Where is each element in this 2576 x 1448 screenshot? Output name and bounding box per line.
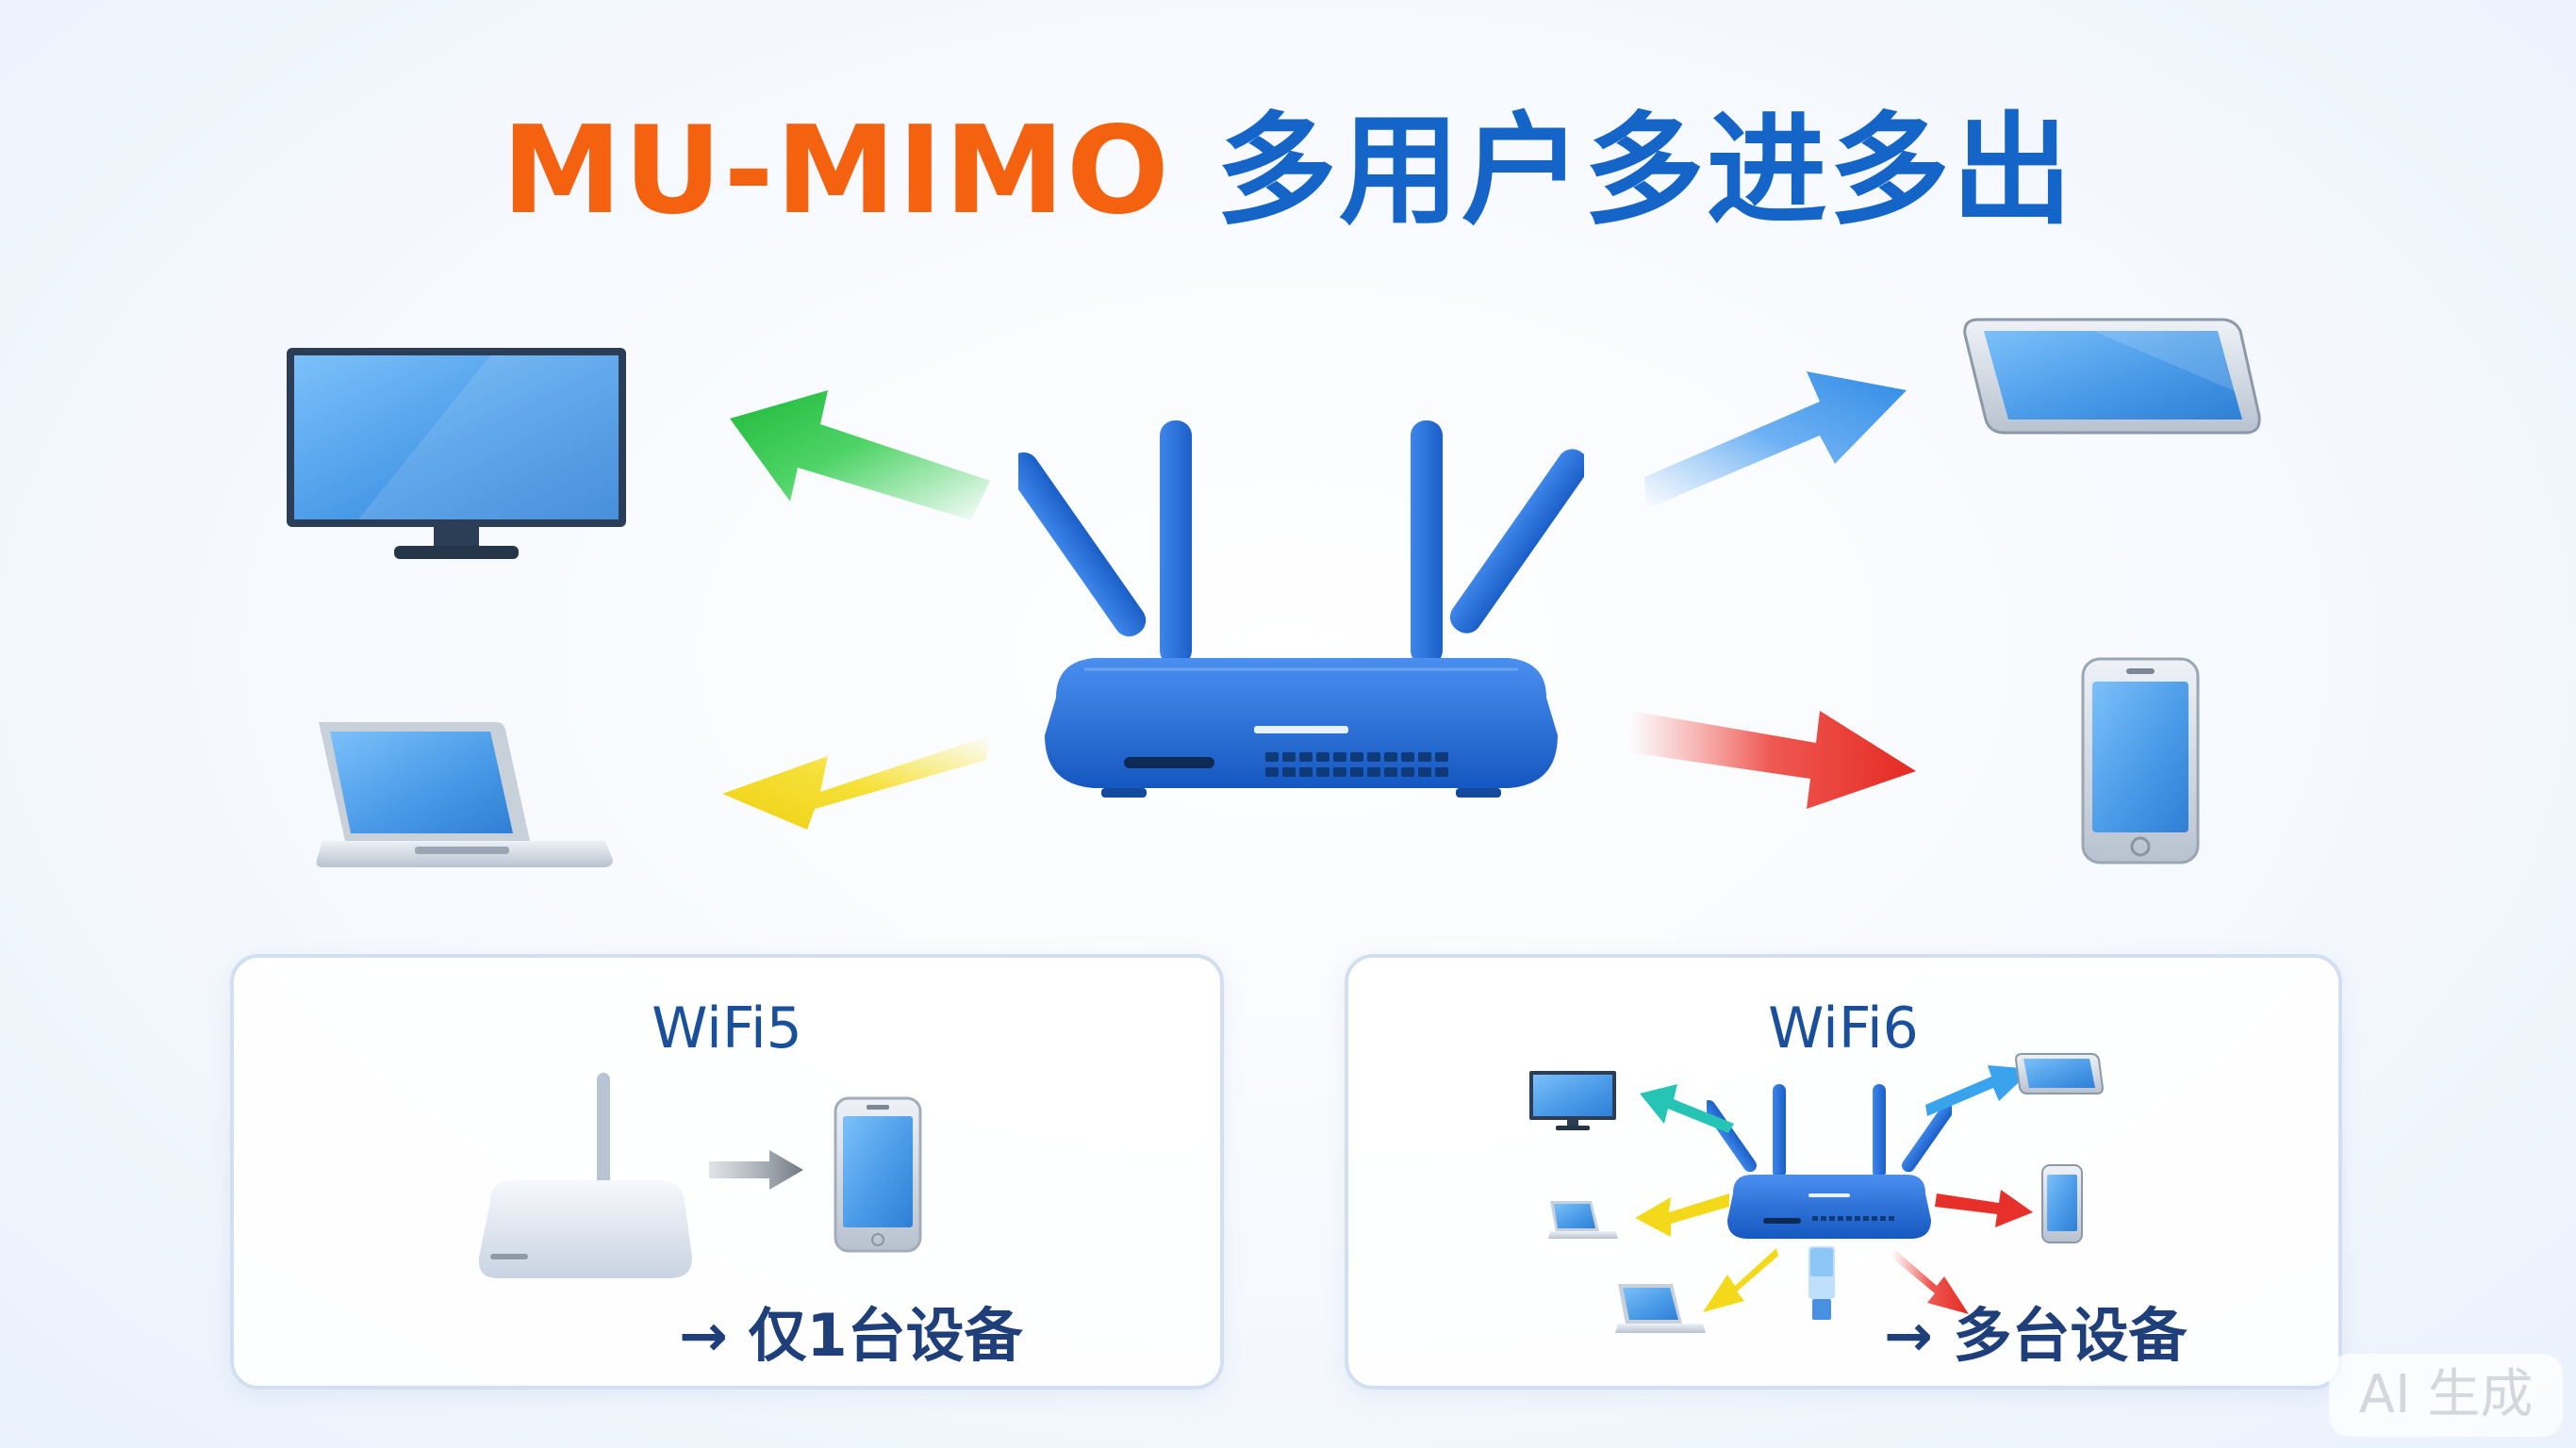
arrow-icon: [709, 1150, 803, 1190]
laptop-icon: [1548, 1201, 1618, 1239]
arrow-icon: [730, 390, 990, 520]
router-icon: [478, 1073, 692, 1278]
arrow-icon: [1935, 1190, 2033, 1227]
arrow-icon: [1891, 1248, 1969, 1314]
arrow-icon: [1925, 1065, 2033, 1116]
wifi6-panel: WiFi6: [1345, 954, 2342, 1390]
laptop-icon: [316, 722, 613, 867]
usb-adapter-icon: [1808, 1246, 1835, 1320]
smartphone-icon: [2081, 657, 2200, 864]
arrow-icon: [1629, 711, 1916, 809]
arrow-icon: [1703, 1248, 1778, 1312]
arrow-icon: [722, 735, 990, 830]
title-chinese: 多用户多进多出: [1215, 101, 2074, 241]
router-icon: [1707, 1084, 1952, 1239]
wifi5-caption: → 仅1台设备: [679, 1301, 1023, 1370]
wifi5-title: WiFi5: [652, 996, 802, 1061]
wifi6-title: WiFi6: [1768, 996, 1919, 1061]
wifi5-panel: WiFi5 → 仅1台设备: [230, 954, 1224, 1390]
ai-generated-watermark: AI 生成: [2329, 1354, 2563, 1437]
wifi6-caption: → 多台设备: [1884, 1301, 2188, 1370]
smartphone-icon: [2041, 1164, 2083, 1243]
arrow-icon: [1640, 1084, 1734, 1133]
monitor-icon: [287, 348, 626, 559]
arrow-icon: [1644, 371, 1907, 509]
tablet-icon: [1963, 318, 2261, 435]
title-english: MU-MIMO: [502, 101, 1171, 241]
arrow-icon: [1635, 1193, 1729, 1237]
tablet-icon: [2014, 1053, 2105, 1094]
smartphone-icon: [834, 1096, 922, 1253]
laptop-icon: [1615, 1284, 1706, 1333]
monitor-icon: [1529, 1071, 1616, 1130]
router-icon: [1018, 420, 1584, 798]
